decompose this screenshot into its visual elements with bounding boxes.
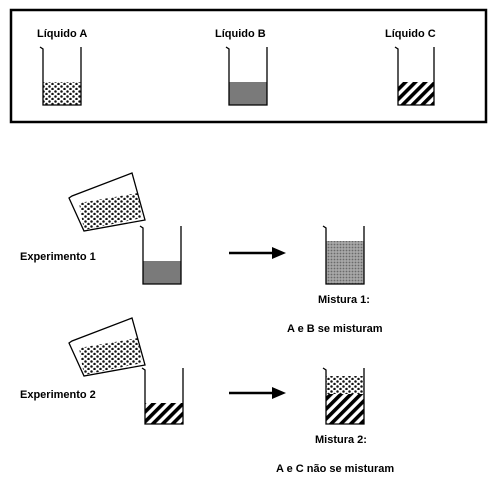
arrow-1 [229, 247, 286, 259]
experiment-2-label: Experimento 2 [20, 389, 96, 401]
liquid-c-label: Líquido C [385, 28, 436, 40]
liquid-a-label: Líquido A [37, 28, 87, 40]
liquid-b-label: Líquido B [215, 28, 266, 40]
pouring-beaker-a-1 [68, 172, 146, 232]
mixture-1-text: A e B se misturam [287, 323, 383, 335]
mixture-2-text: A e C não se misturam [276, 463, 394, 475]
liquids-frame [9, 8, 488, 124]
experiment-1-label: Experimento 1 [20, 251, 96, 263]
pouring-beaker-a-2 [68, 317, 146, 377]
beaker-liquid-c [394, 46, 435, 106]
arrow-2 [229, 387, 286, 399]
beaker-liquid-a [39, 46, 82, 106]
beaker-mixture-1 [322, 225, 365, 285]
mixture-1-title: Mistura 1: [318, 294, 370, 306]
beaker-liquid-b [225, 46, 268, 106]
beaker-mixture-2 [322, 367, 365, 425]
beaker-b-experiment-1 [139, 225, 182, 285]
mixture-2-title: Mistura 2: [315, 434, 367, 446]
beaker-c-experiment-2 [141, 367, 184, 425]
